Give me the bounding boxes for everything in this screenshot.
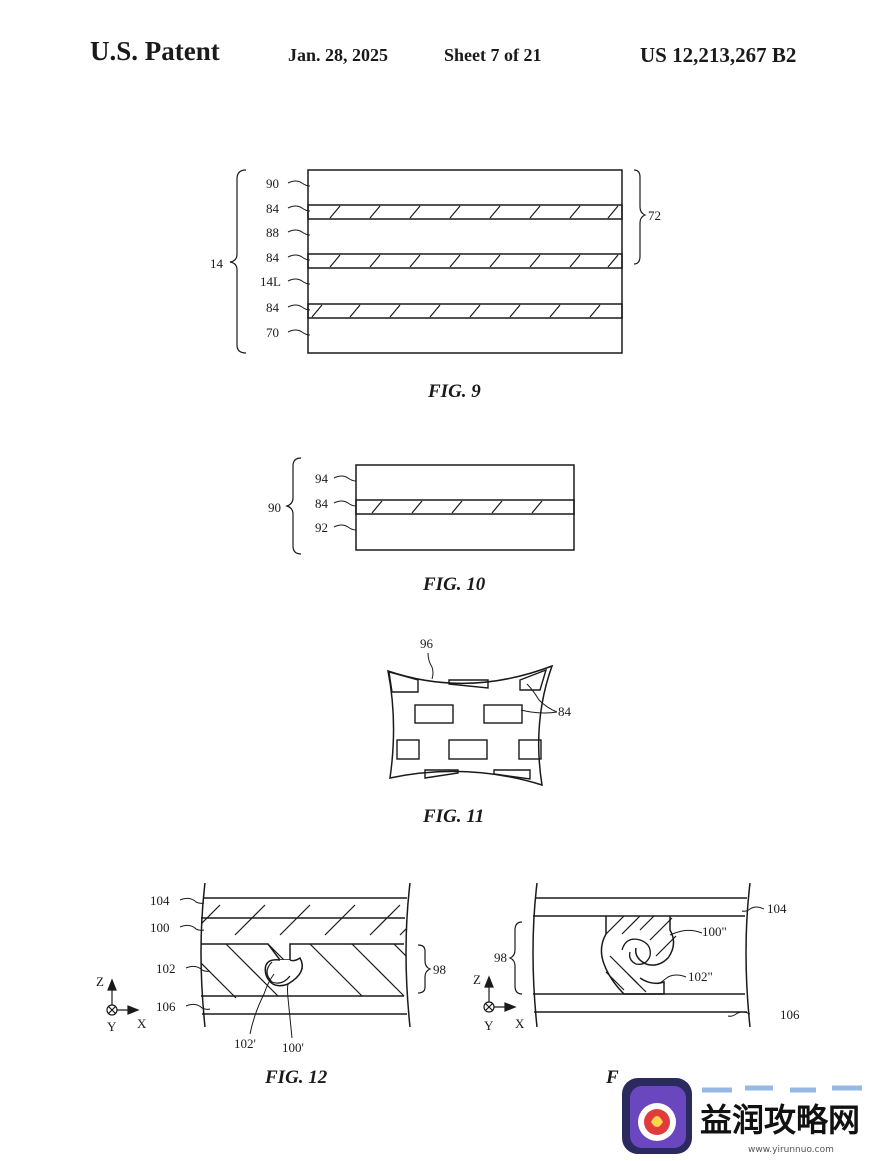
fig12-interlock-102-prime [266,961,291,984]
fig13-caption-fragment: F [605,1067,619,1088]
fig13-axis-y: Y [484,1018,494,1033]
fig9-leaders [287,180,311,336]
patent-date: Jan. 28, 2025 [288,45,389,65]
fig12-hatch-layer-102 [201,943,410,999]
fig9-label-88: 88 [266,225,279,240]
fig12-label-106: 106 [156,999,176,1014]
fig9-label-84-b: 84 [266,250,280,265]
fig12-label-100: 100 [150,920,170,935]
fig10-leaders [333,475,357,531]
watermark: 益润攻略网 www.yirunnuo.com [622,1078,876,1155]
fig10-stack-outline [355,464,575,551]
fig13-left-edge [532,882,538,1028]
fig9-label-84-a: 84 [266,201,280,216]
fig11-caption: FIG. 11 [422,806,484,827]
fig13-axis-z: Z [473,972,481,987]
fig9-label-90: 90 [266,176,279,191]
fig13-interlock-100-double-prime [634,916,675,966]
fig12-label-102: 102 [156,961,176,976]
fig10-diagram [285,457,575,555]
fig13-group-label-98: 98 [494,950,507,965]
fig12-caption: FIG. 12 [264,1067,328,1088]
fig13-interlock-102-double-prime [600,916,665,995]
fig13-label-100-double-prime: 100" [702,924,727,939]
fig9-caption: FIG. 9 [427,381,481,402]
fig12-group-label-98: 98 [433,962,446,977]
fig9-label-14l: 14L [260,274,281,289]
fig13-left-brace [508,921,523,995]
fig12-right-edge [405,882,411,1028]
fig13-diagram [483,882,765,1028]
fig10-label-84: 84 [315,496,329,511]
fig13-interlock-core [621,938,651,965]
patent-number: US 12,213,267 B2 [640,43,797,67]
fig11-label-84: 84 [558,704,572,719]
fig9-left-brace [229,169,247,354]
fig13-right-edge [745,882,751,1028]
fig9-group-label-72: 72 [648,208,661,223]
fig9-label-84-c: 84 [266,300,280,315]
fig12-axis-indicator [106,978,140,1016]
fig12-label-104: 104 [150,893,170,908]
fig9-group-label-14: 14 [210,256,224,271]
fig10-label-94: 94 [315,471,329,486]
fig13-leaders [659,906,765,1017]
fig10-left-brace [285,457,302,555]
fig12-axis-x: X [137,1016,147,1031]
patent-title: U.S. Patent [90,36,220,66]
fig11-leaders [427,652,558,714]
fig12-label-102-prime: 102' [234,1036,256,1051]
fig13-axis-x: X [515,1016,525,1031]
watermark-partial-text [702,1085,862,1093]
fig12-right-brace [417,944,432,994]
fig13-axis-indicator [483,975,517,1013]
watermark-url: www.yirunnuo.com [748,1145,834,1155]
fig9-layer-84-b [307,253,623,269]
fig12-label-100-prime: 100' [282,1040,304,1055]
fig13-label-102-double-prime: 102" [688,969,713,984]
fig9-right-brace [633,169,647,265]
fig9-layer-84-c [307,303,623,319]
fig12-leaders [179,897,293,1039]
fig12-interface-100-102 [201,943,404,961]
fig12-axis-z: Z [96,974,104,989]
fig10-label-92: 92 [315,520,328,535]
fig9-diagram [229,169,647,354]
fig10-group-label-90: 90 [268,500,281,515]
fig11-islands-84 [388,668,548,780]
fig12-axis-y: Y [107,1019,117,1034]
fig13-hatch-interlock [605,915,677,993]
fig9-layer-84-a [307,204,623,220]
fig10-layer-84 [355,499,575,515]
fig11-label-96: 96 [420,636,434,651]
fig12-hatch-layer-100 [201,904,410,936]
fig9-hatching [311,205,619,318]
fig10-caption: FIG. 10 [422,574,486,595]
fig12-left-edge [200,882,206,1028]
sheet-number: Sheet 7 of 21 [444,45,542,65]
fig10-hatching [371,500,543,514]
watermark-site-name: 益润攻略网 [700,1101,860,1139]
fig9-label-70: 70 [266,325,279,340]
fig13-label-104: 104 [767,901,787,916]
fig11-diagram [387,652,558,787]
fig13-label-106: 106 [780,1007,800,1022]
